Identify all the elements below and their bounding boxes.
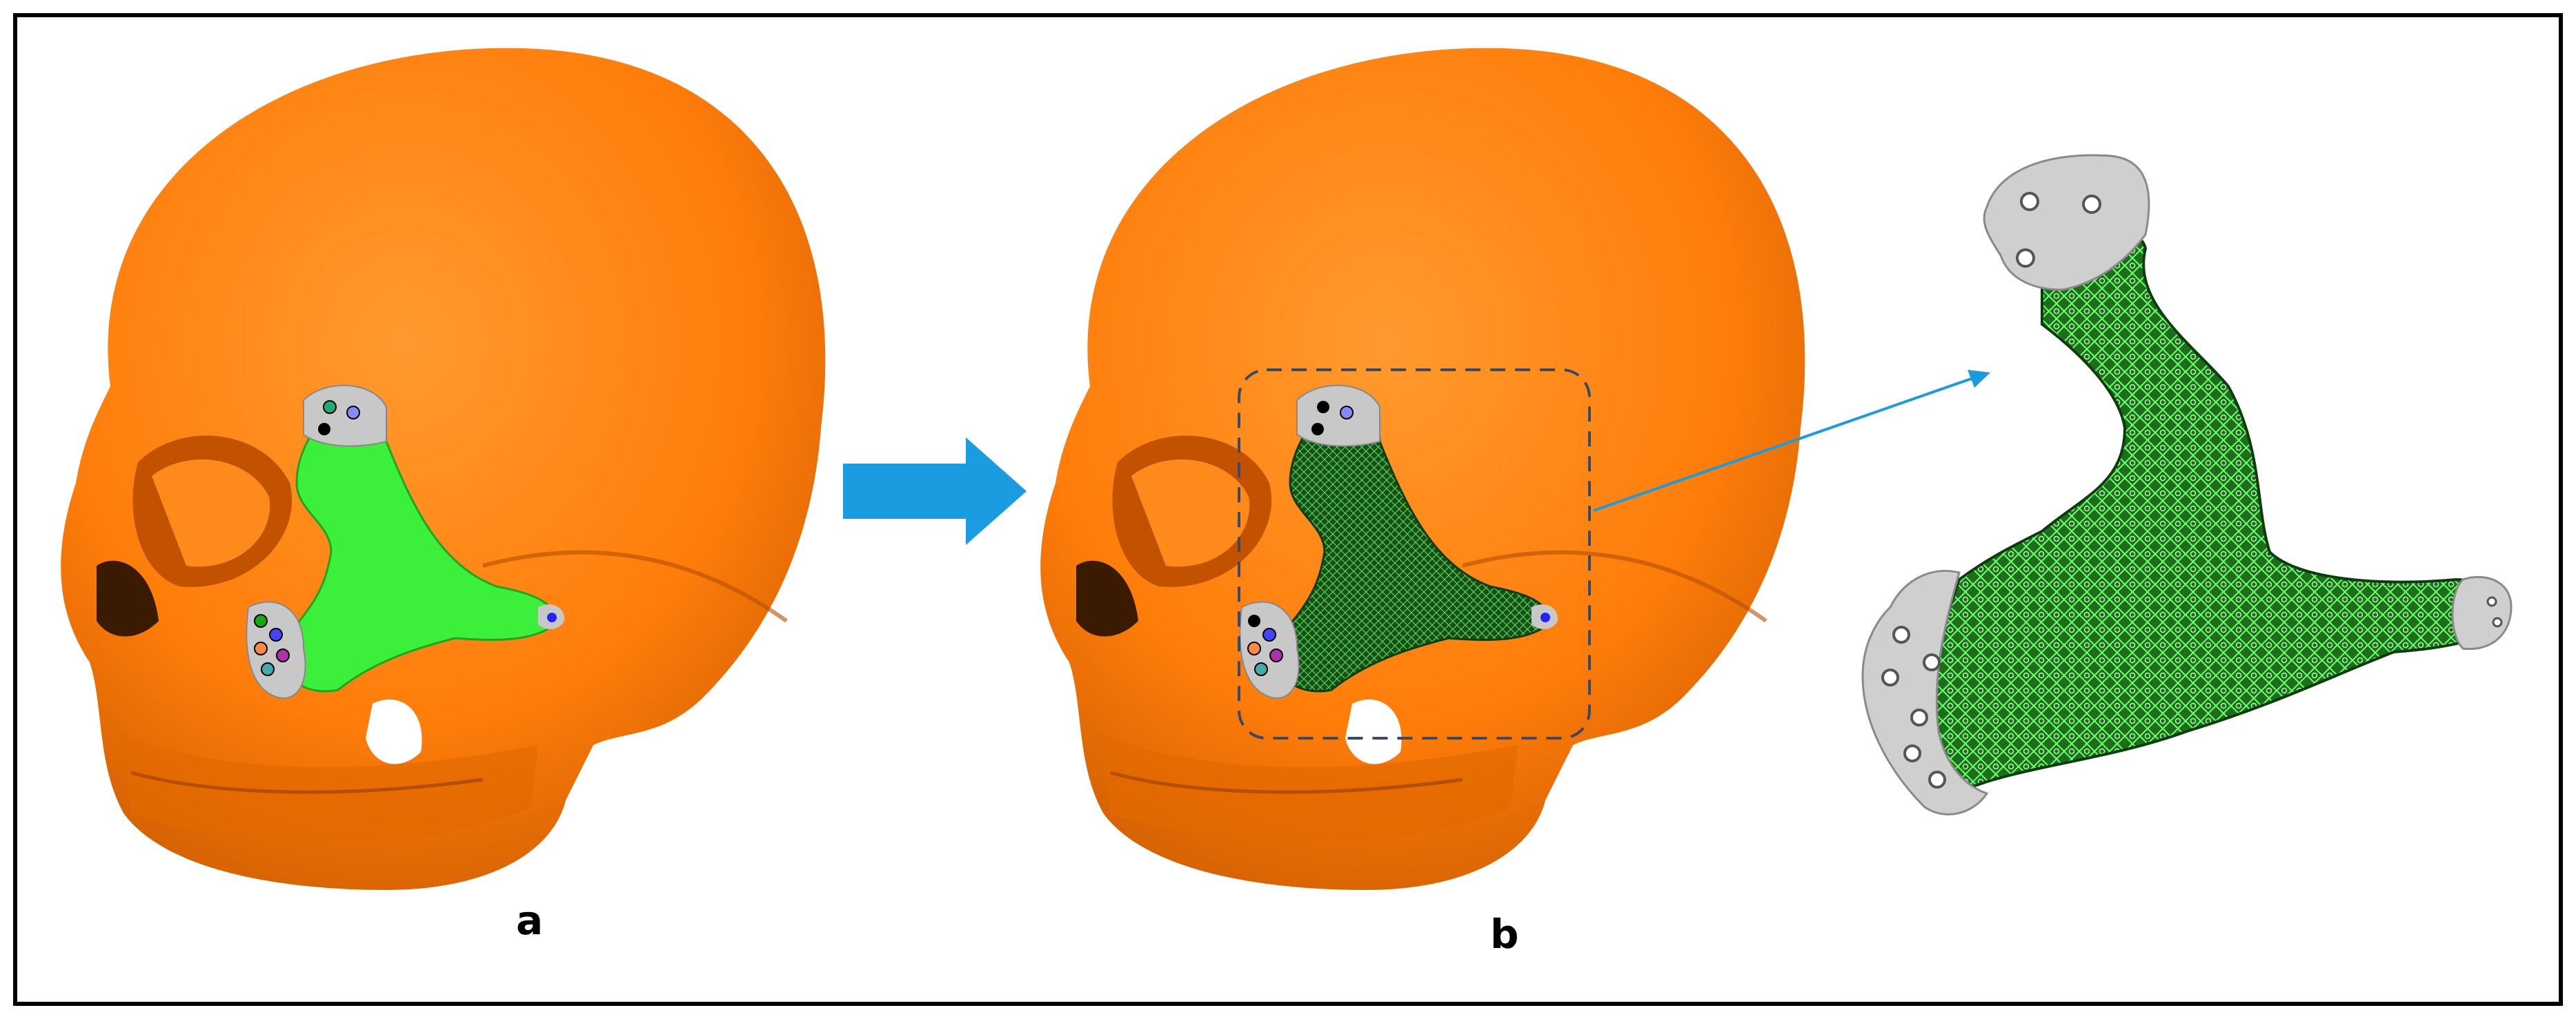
panel-label-b: b [1490,911,1519,958]
implant-solid [246,384,565,699]
panel-label-a: a [516,897,544,944]
right-arrow-icon [843,437,1027,545]
skull-b [1040,48,1805,890]
figure-frame [13,13,2563,1006]
implant-lattice-enlarged [1861,154,2513,815]
skull-a [61,48,826,890]
zoom-callout-line [1593,370,1990,512]
fixation-plate-end [2451,575,2513,651]
implant-lattice-small [1239,384,1558,699]
